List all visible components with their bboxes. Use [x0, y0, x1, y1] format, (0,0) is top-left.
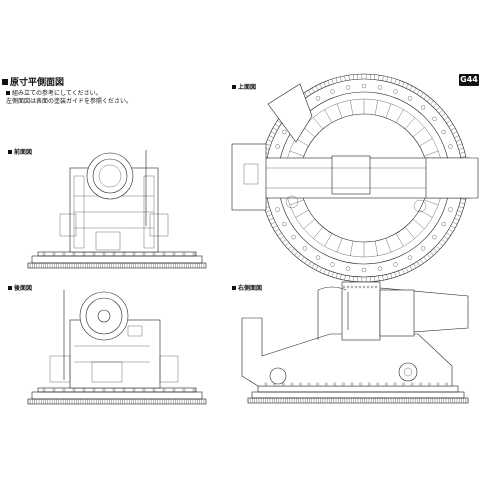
front-view-label-text: 前面図: [14, 149, 33, 156]
square-bullet-icon: [8, 286, 12, 290]
instruction-note-1: 組み立ての参考にしてください。: [6, 88, 102, 97]
instruction-note-2: 左側面図は表面の塗装ガイドを参照ください。: [6, 98, 133, 105]
page-number-badge: G44: [459, 74, 479, 86]
rear-view-label: 後面図: [8, 283, 32, 292]
page-title-text: 原寸平側面図: [10, 78, 65, 88]
top-view-label: 上面図: [232, 82, 256, 91]
rear-view-label-text: 後面図: [14, 285, 33, 292]
square-bullet-icon: [8, 150, 12, 154]
right-side-view-label-text: 右側面図: [238, 285, 263, 292]
front-view-drawing: [27, 150, 207, 269]
page-title: 原寸平側面図: [2, 75, 64, 88]
front-view-label: 前面図: [8, 147, 32, 156]
square-bullet-icon: [232, 286, 236, 290]
top-view-drawing: [231, 73, 479, 283]
square-bullet-icon: [232, 85, 236, 89]
square-bullet-icon: [2, 79, 8, 85]
right-side-view-label: 右側面図: [232, 283, 262, 292]
right-side-view-drawing: [241, 281, 469, 404]
note-text-1: 組み立ての参考にしてください。: [12, 90, 102, 97]
top-view-label-text: 上面図: [238, 84, 257, 91]
rear-view-drawing: [27, 290, 207, 405]
square-bullet-icon: [6, 91, 10, 95]
